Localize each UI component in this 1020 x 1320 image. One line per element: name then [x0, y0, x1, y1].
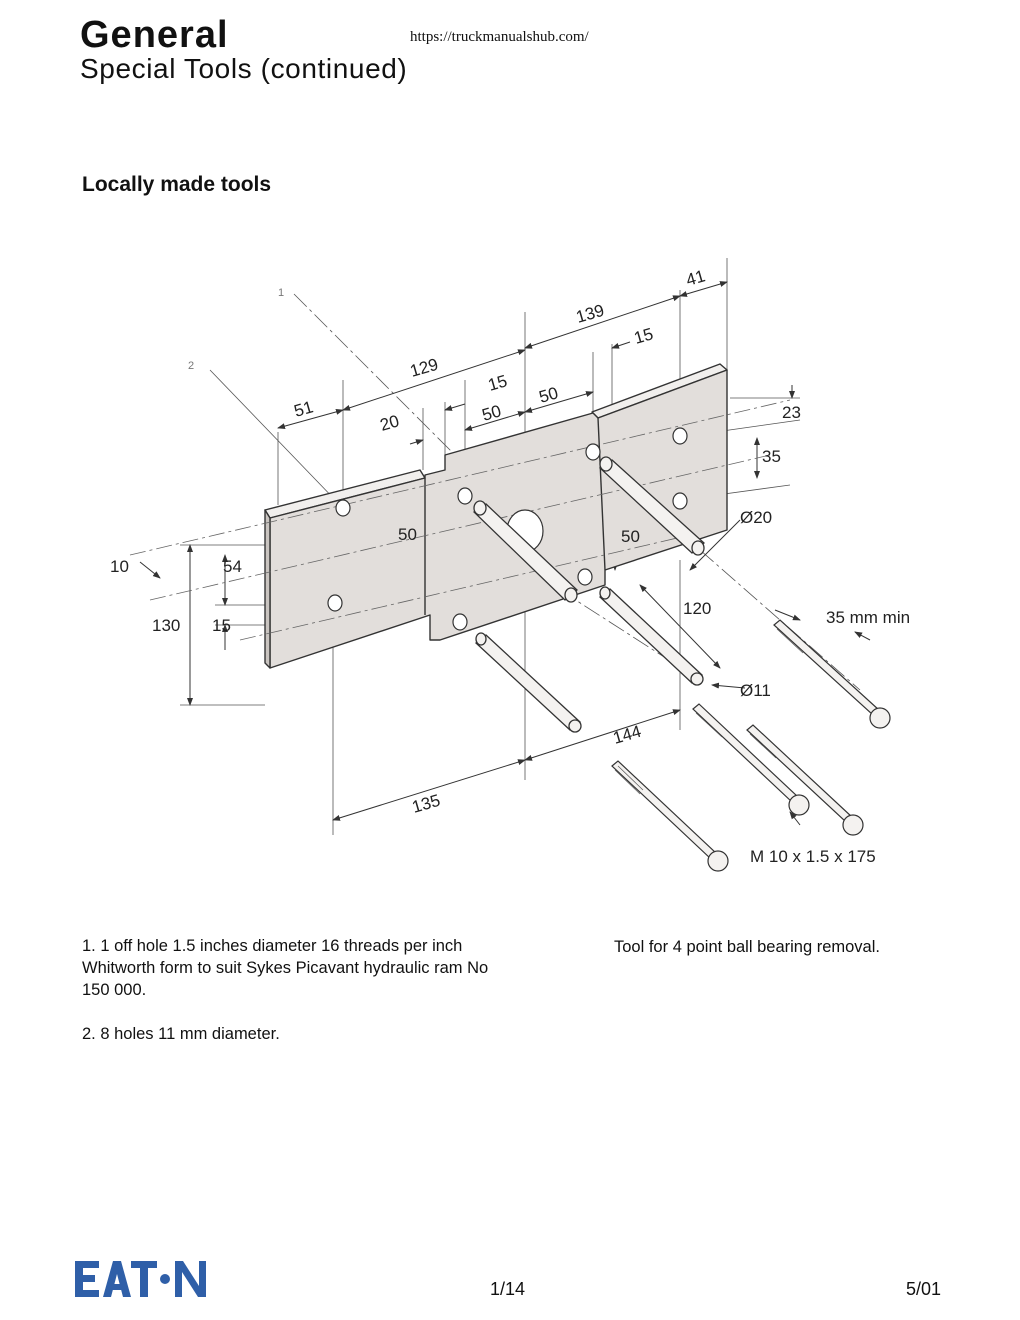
dim-35: 35: [762, 447, 781, 466]
eaton-logo: [75, 1261, 206, 1297]
dim-50-pin-left: 50: [398, 525, 417, 544]
dim-120: 120: [683, 599, 711, 618]
note-1: 1. 1 off hole 1.5 inches diameter 16 thr…: [82, 937, 489, 999]
dim-54: 54: [223, 557, 242, 576]
note-2: 2. 8 holes 11 mm diameter.: [82, 1025, 280, 1043]
figure-caption: Tool for 4 point ball bearing removal.: [614, 938, 880, 956]
dim-50-pin-right: 50: [621, 527, 640, 546]
revision-date: 5/01: [906, 1279, 942, 1299]
dim-51: 51: [292, 397, 315, 420]
dim-35mm-min: 35 mm min: [826, 608, 910, 627]
dim-10: 10: [110, 557, 129, 576]
section-heading: Locally made tools: [82, 173, 272, 196]
dim-15-mid: 15: [486, 371, 509, 394]
dim-dia-20: Ø20: [740, 508, 772, 527]
dim-129: 129: [408, 355, 441, 381]
dim-dia-11: Ø11: [740, 681, 771, 700]
source-url[interactable]: https://truckmanualshub.com/: [410, 29, 589, 45]
dim-50-left: 50: [480, 401, 503, 424]
dim-15-side: 15: [212, 616, 231, 635]
dim-15-top: 15: [632, 324, 655, 347]
dim-41: 41: [684, 266, 707, 289]
notes-list: 1. 1 off hole 1.5 inches diameter 16 thr…: [82, 935, 502, 1067]
dim-50-right: 50: [537, 383, 560, 406]
dim-130: 130: [152, 616, 180, 635]
page-number: 1/14: [490, 1279, 526, 1299]
document-title: General: [80, 14, 229, 56]
callout-2: 2: [188, 360, 194, 372]
thread-spec: M 10 x 1.5 x 175: [750, 847, 876, 866]
tool-technical-drawing: 1 2 41 139 15 129 15 51 20 50 50 23 35 Ø…: [110, 258, 910, 872]
document-subtitle: Special Tools (continued): [80, 53, 408, 84]
dim-20: 20: [378, 411, 401, 434]
dim-144: 144: [611, 722, 644, 748]
dim-23: 23: [782, 403, 801, 422]
callout-1: 1: [278, 287, 284, 299]
dim-139: 139: [574, 301, 607, 327]
